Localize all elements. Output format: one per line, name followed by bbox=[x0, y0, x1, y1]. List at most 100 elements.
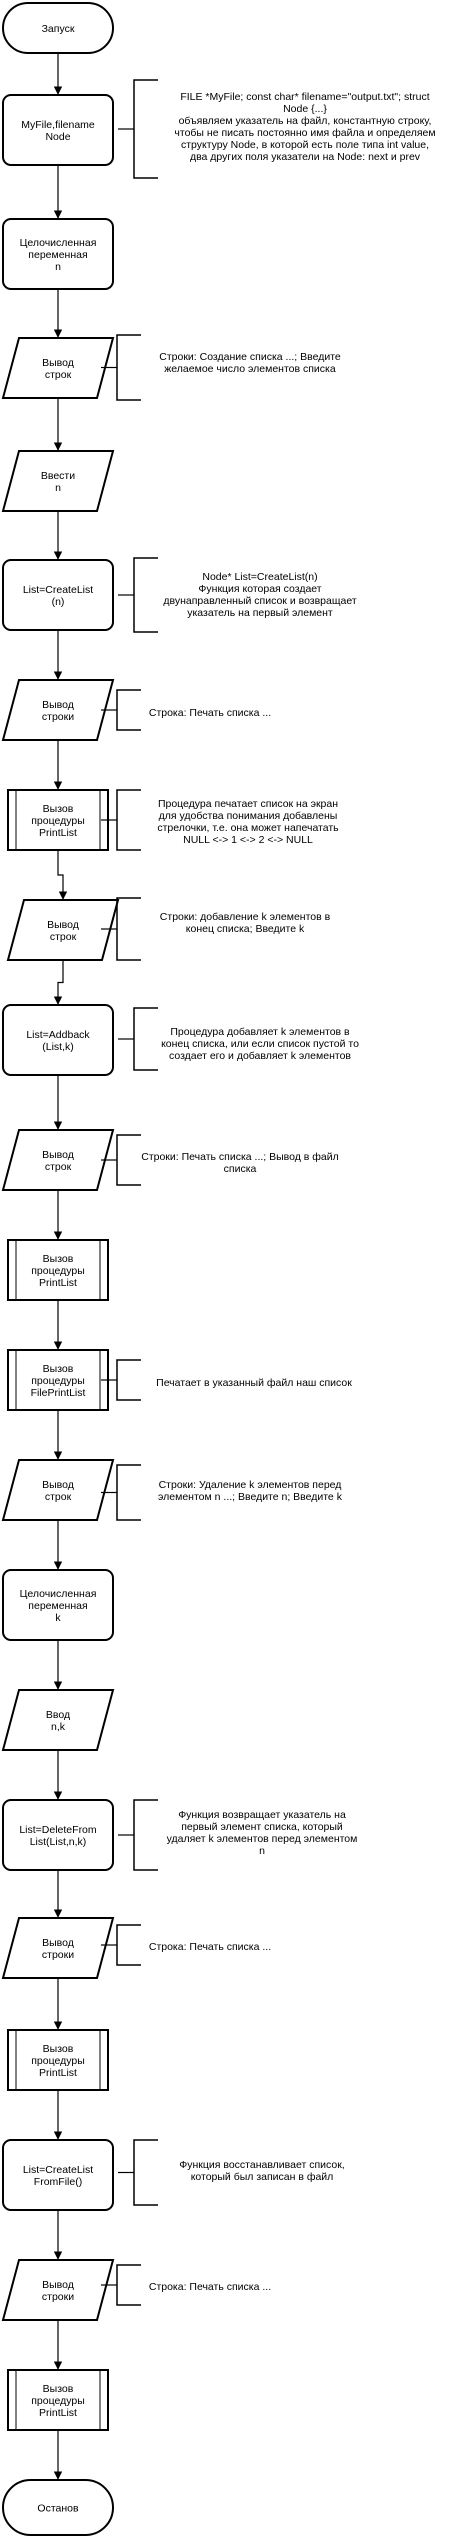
node-text-line: List(List,n,k) bbox=[30, 1836, 87, 1848]
annotation-note-create-list: Node* List=CreateList(n)Функция которая … bbox=[118, 557, 357, 633]
annotation-text-line: Строка: Печать списка ... bbox=[149, 1941, 271, 1953]
node-text-line: n,k bbox=[51, 1721, 66, 1733]
node-text-line: процедуры bbox=[31, 815, 85, 827]
node-text-line: строки bbox=[42, 711, 74, 723]
io-shape bbox=[6, 899, 120, 961]
annotation-note-decl-file: FILE *MyFile; const char* filename="outp… bbox=[118, 79, 436, 179]
terminator-shape bbox=[2, 2, 114, 54]
annotation-text-line: Процедура печатает список на экран bbox=[158, 798, 338, 810]
node-text-line: Целочисленная bbox=[20, 1588, 97, 1600]
annotation-note-out-4: Строки: Печать списка ...; Вывод в файлс… bbox=[101, 1134, 339, 1186]
annotation-text-line: n bbox=[259, 1845, 265, 1857]
node-text-line: переменная bbox=[28, 1600, 87, 1612]
io-shape bbox=[1, 1689, 115, 1751]
node-text-line: Вызов bbox=[43, 1363, 74, 1375]
process-shape bbox=[2, 218, 114, 290]
annotation-text-line: два других поля указатели на Node: next … bbox=[190, 151, 421, 163]
annotation-text-line: Строки: Удаление k элементов перед bbox=[159, 1479, 342, 1491]
io-shape bbox=[1, 679, 115, 741]
predefined-shape bbox=[7, 1349, 109, 1411]
annotation-text-line: структуру Node, в которой есть поле типа… bbox=[181, 139, 429, 151]
annotation-text-line: FILE *MyFile; const char* filename="outp… bbox=[180, 91, 429, 103]
annotation-text-line: списка bbox=[224, 1163, 257, 1175]
annotation-text-line: Функция которая создает bbox=[198, 583, 321, 595]
annotation-bracket bbox=[133, 1799, 158, 1871]
io-shape bbox=[1, 1917, 115, 1979]
annotation-text-line: Node {...} bbox=[283, 103, 327, 115]
io-shape bbox=[1, 2259, 115, 2321]
annotation-text-line: удаляет k элементов перед элементом bbox=[167, 1833, 358, 1845]
node-text-line: List=DeleteFrom bbox=[19, 1824, 97, 1836]
node-text-line: Вызов bbox=[43, 803, 74, 815]
annotation-text-line: элементом n ...; Введите n; Введите k bbox=[158, 1491, 343, 1503]
annotation-note-out-7: Строка: Печать списка ... bbox=[101, 2264, 271, 2306]
annotation-text-line: желаемое число элементов списка bbox=[164, 363, 336, 375]
annotation-text-line: Node* List=CreateList(n) bbox=[202, 571, 317, 583]
node-text-line: строк bbox=[45, 369, 72, 381]
annotation-text-line: конец списка, или если список пустой то bbox=[161, 1038, 359, 1050]
annotation-bracket bbox=[116, 334, 141, 401]
process-shape bbox=[2, 1004, 114, 1076]
node-text-line: строк bbox=[45, 1161, 72, 1173]
node-text-line: Вызов bbox=[43, 2383, 74, 2395]
annotation-bracket bbox=[116, 1464, 141, 1521]
node-text-line: Останов bbox=[37, 2503, 79, 2515]
node-stop: Останов bbox=[2, 2479, 114, 2536]
node-text-line: n bbox=[55, 261, 61, 273]
annotation-note-out-6: Строка: Печать списка ... bbox=[101, 1924, 271, 1966]
node-text-line: List=CreateList bbox=[23, 2164, 93, 2176]
node-text-line: FromFile() bbox=[34, 2176, 82, 2188]
flow-arrow bbox=[57, 850, 68, 900]
node-text-line: MyFile,filename bbox=[21, 119, 95, 131]
node-text-line: n bbox=[55, 482, 61, 494]
node-text-line: Вывод bbox=[42, 699, 74, 711]
annotation-text-line: Функция возвращает указатель на bbox=[178, 1809, 346, 1821]
process-shape bbox=[2, 94, 114, 166]
process-shape bbox=[2, 2139, 114, 2211]
node-text-line: Node bbox=[45, 131, 70, 143]
annotation-bracket bbox=[133, 557, 158, 633]
predefined-shape bbox=[7, 2369, 109, 2431]
annotation-text-line: Печатает в указанный файл наш список bbox=[156, 1377, 352, 1389]
annotation-bracket bbox=[116, 897, 141, 961]
node-text-line: переменная bbox=[28, 249, 87, 261]
node-text-line: FilePrintList bbox=[31, 1387, 86, 1399]
annotation-bracket bbox=[116, 1924, 141, 1966]
annotation-text-line: первый элемент списка, который bbox=[181, 1821, 343, 1833]
node-text-line: (List,k) bbox=[42, 1041, 74, 1053]
node-text-line: Вывод bbox=[42, 357, 74, 369]
io-shape bbox=[1, 337, 115, 399]
predefined-shape bbox=[7, 2029, 109, 2091]
node-text-line: List=Addback bbox=[26, 1029, 90, 1041]
node-text-line: Ввод bbox=[46, 1709, 70, 1721]
annotation-text-line: для удобства понимания добавлены bbox=[159, 810, 338, 822]
annotation-bracket bbox=[116, 689, 141, 731]
flow-arrow bbox=[53, 960, 64, 1005]
annotation-bracket bbox=[133, 79, 158, 179]
io-shape bbox=[1, 450, 115, 512]
annotation-text-line: чтобы не писать постоянно имя файла и оп… bbox=[174, 127, 435, 139]
node-text-line: PrintList bbox=[39, 2407, 77, 2419]
node-text-line: Вывод bbox=[42, 1937, 74, 1949]
terminator-shape bbox=[2, 2479, 114, 2536]
annotation-bracket bbox=[116, 1134, 141, 1186]
node-start: Запуск bbox=[2, 2, 114, 54]
annotation-text-line: NULL <-> 1 <-> 2 <-> NULL bbox=[183, 834, 313, 846]
node-text-line: PrintList bbox=[39, 2067, 77, 2079]
